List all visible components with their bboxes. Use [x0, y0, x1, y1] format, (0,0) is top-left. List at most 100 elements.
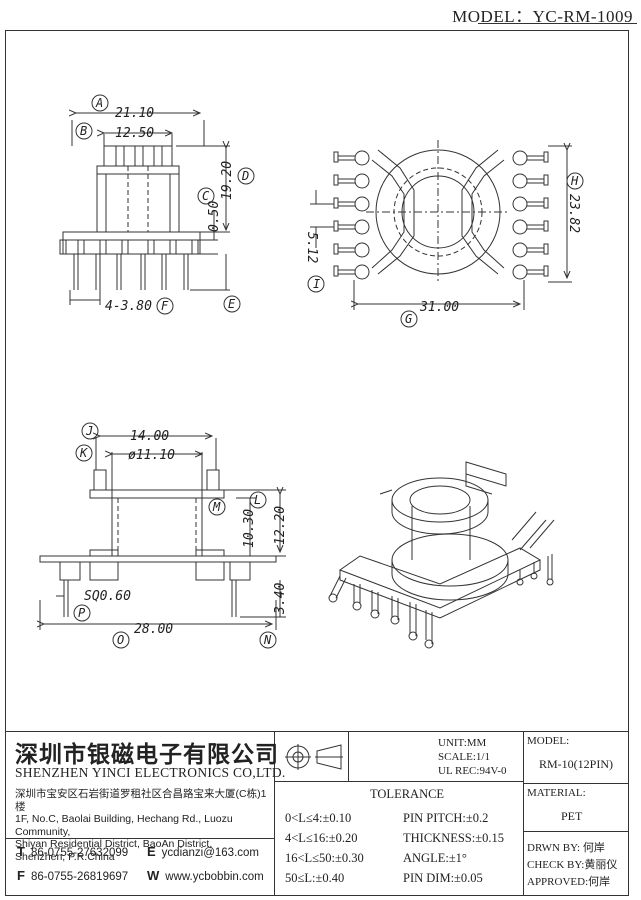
label-I: I: [307, 275, 325, 293]
side-view: [40, 436, 286, 630]
dim-n: 3.40: [273, 583, 288, 615]
dim-p: SQ0.60: [84, 589, 131, 604]
company-name-cn: 深圳市银磁电子有限公司: [15, 741, 279, 768]
right-pins: [512, 150, 549, 280]
tolerance-row-1: 0<L≤4:±0.10: [285, 811, 352, 825]
isometric-view: [328, 461, 555, 649]
dim-b: 12.50: [115, 126, 154, 141]
svg-text:B: B: [80, 124, 87, 138]
svg-text:D: D: [241, 169, 249, 183]
check-by: CHECK BY:黄丽仪: [527, 859, 618, 871]
top-view: [310, 140, 572, 310]
ul-rec-label: UL REC:94V-0: [438, 765, 507, 777]
tb-hline-1: [274, 781, 523, 782]
unit-label: UNIT:MM: [438, 737, 487, 749]
front-view-dims: 21.10 12.50 19.20 0.50 4-3.80: [105, 106, 235, 314]
label-P: P: [73, 604, 91, 622]
angle: ANGLE:±1°: [403, 851, 467, 865]
svg-text:F: F: [161, 299, 169, 313]
label-C: C: [197, 187, 215, 205]
drawing-frame: [5, 30, 629, 896]
svg-text:I: I: [313, 277, 320, 291]
front-view: [59, 113, 230, 305]
svg-text:P: P: [78, 606, 86, 620]
label-E: E: [223, 295, 241, 313]
label-M: M: [208, 498, 226, 516]
label-K: K: [75, 444, 93, 462]
model-label: MODEL:: [527, 735, 570, 747]
tb-divider-2: [523, 731, 524, 896]
svg-text:E: E: [228, 297, 236, 311]
scale-label: SCALE:1/1: [438, 751, 490, 763]
dim-m: 10.30: [242, 509, 257, 548]
dim-k: ø11.10: [128, 448, 175, 463]
label-F: F: [156, 297, 174, 315]
dim-l: 12.20: [273, 506, 288, 545]
svg-text:H: H: [570, 174, 579, 188]
label-N: N: [259, 631, 277, 649]
label-B: B: [75, 122, 93, 140]
svg-text:C: C: [202, 189, 210, 203]
label-G: G: [400, 310, 418, 328]
top-view-dims: 31.00 23.82 5.12: [304, 194, 581, 315]
approved-by: APPROVED:何岸: [527, 876, 611, 888]
pin-pitch: PIN PITCH:±0.2: [403, 811, 489, 825]
model-title: MODEL：YC-RM-1009: [452, 7, 633, 26]
side-view-dims: 14.00 ø11.10 12.20 10.30 3.40 28.00 SQ0.…: [84, 429, 288, 637]
label-J: J: [81, 422, 99, 440]
company-name-en: SHENZHEN YINCI ELECTRONICS CO,LTD.: [15, 765, 286, 780]
address-line-4: Shenzhen, P.R.China: [15, 850, 115, 863]
tolerance-row-4: 50≤L:±0.40: [285, 871, 345, 885]
label-D: D: [237, 167, 255, 185]
dim-h: 23.82: [566, 194, 581, 233]
tb-hline-2: [523, 783, 629, 784]
drawn-by: DRWN BY: 何岸: [527, 842, 605, 854]
company-address: 深圳市宝安区石岩街道罗租社区合昌路宝来大厦(C栋)1楼 1F, No.C, Ba…: [15, 788, 270, 864]
model-underline: [478, 23, 637, 24]
dim-c: 0.50: [207, 201, 222, 232]
dim-i: 5.12: [304, 232, 319, 263]
tb-hline-3: [523, 831, 629, 832]
label-L: L: [249, 491, 267, 509]
tb-divider-1: [274, 731, 275, 896]
label-H: H: [566, 172, 584, 190]
pin-dim: PIN DIM:±0.05: [403, 871, 483, 885]
svg-text:J: J: [85, 424, 93, 438]
tolerance-row-3: 16<L≤50:±0.30: [285, 851, 364, 865]
tolerance-row-2: 4<L≤16:±0.20: [285, 831, 358, 845]
svg-text:A: A: [95, 96, 103, 110]
top-view-labels: G H I: [307, 172, 584, 328]
svg-text:O: O: [117, 633, 124, 647]
svg-text:G: G: [405, 312, 412, 326]
tb-hline-4: [5, 838, 274, 839]
dim-a: 21.10: [115, 106, 154, 121]
side-view-labels: J K L M N O P: [73, 422, 277, 649]
tb-top-border: [5, 731, 629, 732]
dim-d: 19.20: [220, 161, 235, 200]
svg-text:N: N: [263, 633, 272, 647]
material-value: PET: [561, 809, 583, 823]
thickness: THICKNESS:±0.15: [403, 831, 504, 845]
model-value: RM-10(12PIN): [539, 757, 613, 771]
title-block: 深圳市银磁电子有限公司 SHENZHEN YINCI ELECTRONICS C…: [5, 731, 629, 896]
address-line-3: Shiyan Residential District, BaoAn Distr…: [15, 838, 213, 851]
label-A: A: [91, 94, 109, 112]
tolerance-title: TOLERANCE: [370, 787, 445, 801]
dim-o: 28.00: [134, 622, 173, 637]
projection-symbol-icon: [285, 744, 343, 770]
material-label: MATERIAL:: [527, 787, 586, 799]
dim-f: 4-3.80: [105, 299, 152, 314]
label-O: O: [112, 631, 130, 649]
dim-j: 14.00: [130, 429, 169, 444]
address-line-1: 深圳市宝安区石岩街道罗租社区合昌路宝来大厦(C栋)1楼: [15, 788, 267, 813]
front-view-labels: A B C D E F: [75, 94, 255, 315]
tb-divider-3: [348, 731, 349, 781]
left-pins: [333, 150, 370, 280]
svg-text:K: K: [79, 446, 88, 460]
svg-text:L: L: [254, 493, 261, 507]
